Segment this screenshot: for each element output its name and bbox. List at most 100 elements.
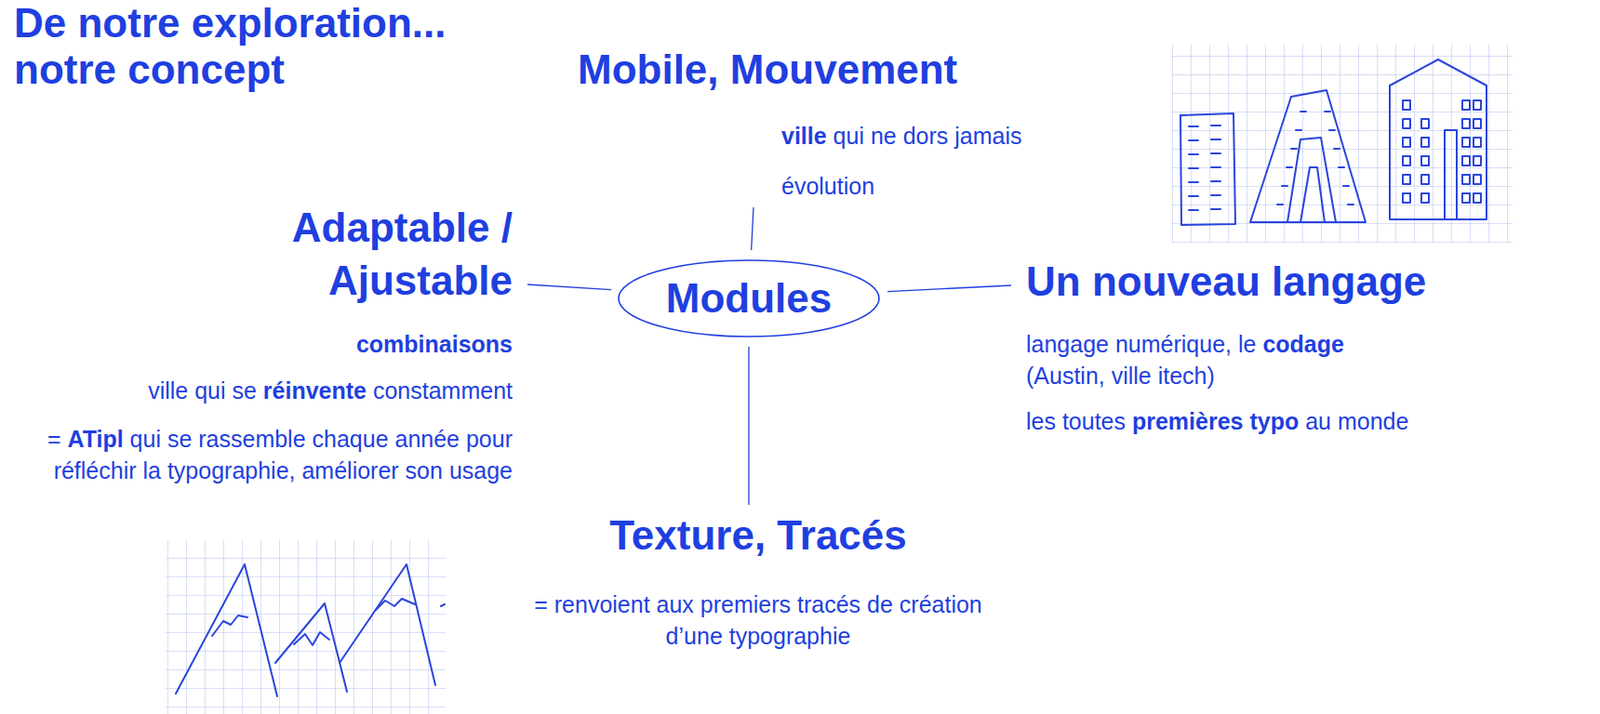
word: la [143, 457, 168, 484]
window-mark [1421, 156, 1429, 166]
window-mark [1188, 139, 1199, 142]
connector-line [527, 284, 612, 291]
word: codage [1262, 331, 1345, 358]
window-mark [1462, 119, 1470, 129]
word: itech) [1158, 362, 1215, 389]
word: le [1238, 331, 1263, 358]
word: ne [870, 122, 904, 149]
window-marks [1188, 100, 1481, 211]
branch-note: = ATipl qui se rassemble chaque année po… [4, 423, 513, 487]
word: son [405, 457, 450, 484]
window-mark [1473, 156, 1481, 166]
branch-note: langage numérique, le codage (Austin, vi… [1026, 328, 1427, 392]
word: ville [147, 377, 195, 404]
window-mark [1462, 137, 1470, 147]
word: se [167, 426, 199, 453]
word: langage [1271, 258, 1427, 305]
word: dors [903, 122, 956, 149]
window-mark [1188, 195, 1199, 198]
word: numérique, [1115, 331, 1239, 358]
building-arch [1287, 137, 1336, 223]
window-mark [1188, 125, 1199, 128]
mountain-line [440, 604, 445, 607]
branch-node: Mobile, Mouvementville qui ne dors jamai… [577, 44, 1080, 202]
branch-note: évolution [781, 170, 1080, 202]
window-mark [1188, 181, 1199, 184]
window-mark [1211, 166, 1221, 169]
word: tracés [797, 591, 867, 618]
window-mark [1473, 100, 1481, 110]
window-mark [1473, 174, 1481, 185]
window-mark [1402, 100, 1411, 110]
word: typo [1249, 408, 1306, 435]
window-mark [1347, 203, 1354, 206]
window-mark [1281, 185, 1288, 187]
word: améliorer [301, 457, 405, 484]
window-mark [1462, 156, 1470, 166]
window-mark [1188, 167, 1199, 170]
word: qui [833, 122, 871, 149]
ellipse-shape [618, 260, 880, 337]
central-ellipse: Modules [617, 259, 880, 338]
word: toutes [1062, 408, 1133, 435]
word: premières [1132, 408, 1250, 435]
grid-paper [1171, 44, 1513, 243]
window-mark [1277, 203, 1283, 206]
branch-note: ville qui ne dors jamais [781, 120, 1080, 152]
grid-paper [165, 540, 446, 714]
word: jamais [954, 122, 1022, 149]
window-mark [1291, 147, 1297, 150]
word: / [501, 204, 513, 251]
window-mark [1402, 156, 1411, 166]
word: premiers [700, 591, 798, 618]
window-mark [1421, 193, 1429, 203]
central-label: Modules [666, 275, 832, 322]
word: évolution [781, 173, 875, 200]
window-mark [1300, 110, 1307, 113]
word: ville [781, 122, 834, 149]
branch-node: Adaptable / Ajustablecombinaisonsville q… [4, 200, 513, 487]
word: rassemble [198, 426, 312, 453]
word: pour [466, 426, 513, 453]
window-mark [1295, 129, 1302, 132]
word: de [866, 591, 900, 618]
window-mark [1211, 194, 1221, 197]
mountains-sketch [165, 540, 446, 714]
window-mark [1211, 124, 1221, 127]
word: ATipl [66, 426, 130, 453]
connector-line [751, 207, 754, 251]
building-arch [1300, 167, 1325, 223]
branch-note: les toutes premières typo au monde [1026, 405, 1585, 438]
window-mark [1402, 193, 1411, 203]
window-mark [1421, 174, 1429, 185]
word: typographie [729, 623, 852, 650]
word: monde [1337, 408, 1409, 435]
building-door [1444, 130, 1457, 220]
mountain-ridge [212, 615, 248, 637]
word: Adaptable [292, 204, 502, 251]
branch-note: = renvoient aux premiers tracés de créat… [530, 588, 987, 653]
word: ville [1111, 362, 1159, 389]
connector-line [887, 285, 1012, 293]
branch-heading: Texture, Tracés [497, 510, 1019, 560]
word: se [231, 377, 263, 404]
window-mark [1402, 174, 1411, 185]
word: création [899, 591, 983, 618]
window-mark [1462, 174, 1470, 185]
word: typographie, [167, 457, 303, 484]
word: réinvente [263, 377, 374, 404]
word: Tracés [776, 512, 907, 559]
mountain-ridge [293, 632, 330, 646]
window-mark [1462, 193, 1470, 203]
word: (Austin, [1026, 362, 1112, 389]
branch-heading: Adaptable / Ajustable [214, 200, 513, 307]
branch-note: combinaisons [4, 328, 513, 360]
word: au [1305, 408, 1338, 435]
window-mark [1473, 137, 1481, 147]
word: usage [449, 457, 513, 484]
building-outline [1180, 113, 1236, 226]
window-mark [1188, 209, 1199, 212]
window-mark [1324, 110, 1331, 113]
word: chaque [312, 426, 396, 453]
